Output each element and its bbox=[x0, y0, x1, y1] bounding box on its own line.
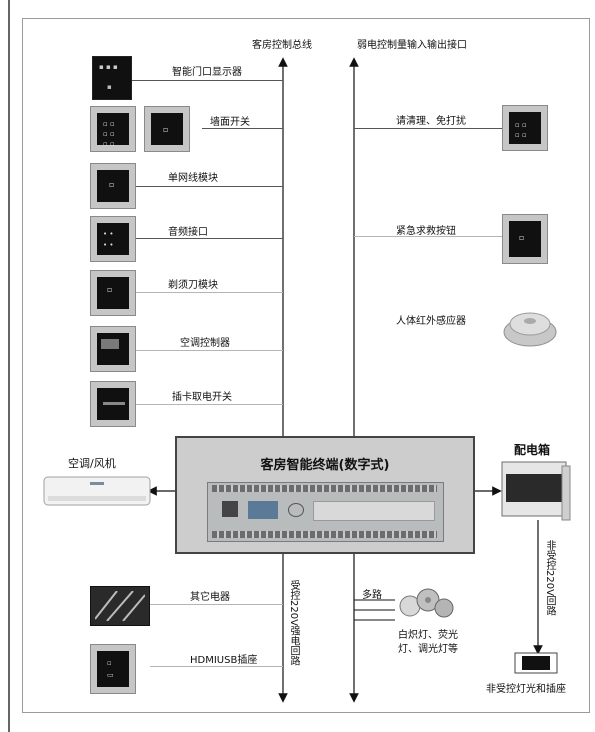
ac-label: 空调/风机 bbox=[68, 457, 116, 470]
wall-switch-device-b: ▫ bbox=[144, 106, 190, 152]
distribution-label: 配电箱 bbox=[514, 443, 551, 457]
do-not-disturb-label: 请清理、免打扰 bbox=[396, 116, 466, 127]
audio-interface-label: 音频接口 bbox=[168, 227, 208, 238]
door-display-device: ▪ ▪ ▪ ▪ bbox=[92, 56, 132, 100]
emergency-button-label: 紧急求救按钮 bbox=[396, 226, 456, 237]
ac-controller-label: 空调控制器 bbox=[180, 338, 230, 349]
room-terminal: 客房智能终端(数字式) bbox=[175, 436, 475, 554]
audio-interface-device: • •• • bbox=[90, 216, 136, 262]
do-not-disturb-device: ▫ ▫▫ ▫ bbox=[502, 105, 548, 151]
network-module-device: ▫ bbox=[90, 163, 136, 209]
wall-switch-label: 墙面开关 bbox=[210, 117, 250, 128]
wall-switch-device-a: ▫ ▫▫ ▫▫ ▫ bbox=[90, 106, 136, 152]
ac-controller-device bbox=[90, 326, 136, 372]
page-margin-rule bbox=[8, 0, 10, 732]
emergency-button-device: ▫ bbox=[502, 214, 548, 264]
terminal-board-image bbox=[207, 482, 444, 542]
door-display-label: 智能门口显示器 bbox=[172, 67, 242, 78]
hdmi-usb-label: HDMIUSB插座 bbox=[190, 655, 258, 666]
bus-left-label: 客房控制总线 bbox=[252, 40, 312, 51]
strong-circuit-label: 受控220V强电回路 bbox=[288, 580, 299, 666]
uncontrolled-bottom-label: 非受控灯光和插座 bbox=[486, 684, 566, 695]
diagram-frame bbox=[22, 18, 590, 713]
network-module-label: 单网线模块 bbox=[168, 173, 218, 184]
terminal-title: 客房智能终端(数字式) bbox=[260, 458, 390, 473]
uncontrolled-circuit-label: 非受控220V回路 bbox=[544, 540, 555, 616]
pir-sensor-device bbox=[503, 312, 557, 347]
bus-right-label: 弱电控制量输入输出接口 bbox=[357, 40, 467, 51]
other-appliance-image bbox=[90, 586, 150, 626]
shaver-module-device: ▫ bbox=[90, 270, 136, 316]
uncontrolled-socket-image bbox=[514, 652, 558, 674]
pir-sensor-label: 人体红外感应器 bbox=[396, 316, 466, 327]
lights-label-line2: 灯、调光灯等 bbox=[398, 644, 458, 655]
ac-unit-image bbox=[43, 476, 151, 506]
card-switch-label: 插卡取电开关 bbox=[172, 392, 232, 403]
other-appliance-label: 其它电器 bbox=[190, 592, 230, 603]
lamp-bulbs-image bbox=[399, 588, 454, 618]
multi-circuit-label: 多路 bbox=[362, 590, 382, 601]
distribution-box-image bbox=[501, 461, 571, 521]
shaver-module-label: 剃须刀模块 bbox=[168, 280, 218, 291]
hdmi-usb-socket-image: ▫▭ bbox=[90, 644, 136, 694]
card-switch-device bbox=[90, 381, 136, 427]
lights-label-line1: 白炽灯、荧光 bbox=[398, 630, 458, 641]
